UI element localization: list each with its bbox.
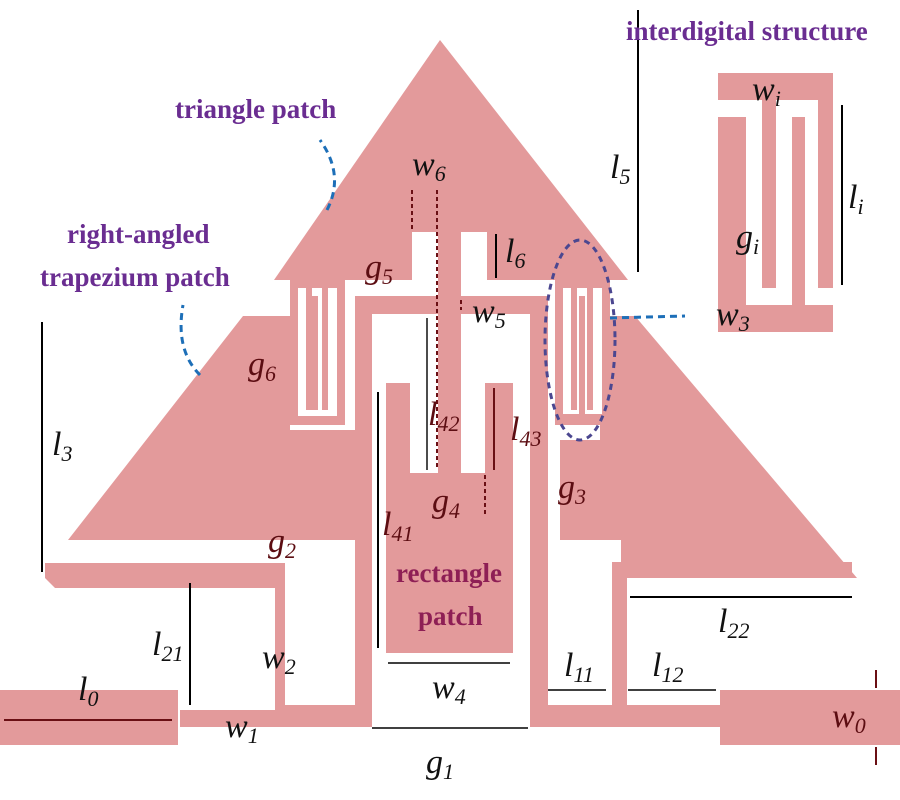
label-g4: g4 bbox=[432, 483, 460, 523]
triangle-slot-right bbox=[461, 232, 487, 280]
label-l3: l3 bbox=[52, 426, 72, 466]
interdigital-left bbox=[290, 280, 345, 425]
label-w1: w1 bbox=[225, 708, 259, 748]
label-w6: w6 bbox=[412, 146, 446, 186]
label-l21: l21 bbox=[152, 626, 183, 666]
rect-slot-left bbox=[410, 383, 438, 473]
rectangle-label-line1: rectangle bbox=[396, 558, 502, 588]
dimension-lines bbox=[4, 10, 877, 765]
label-l22: l22 bbox=[718, 603, 749, 643]
right-frame-column bbox=[530, 296, 548, 727]
rectangle-label-line2: patch bbox=[418, 601, 483, 631]
port-right bbox=[720, 690, 900, 745]
interdigital-inset bbox=[718, 73, 833, 332]
label-g6: g6 bbox=[248, 346, 276, 386]
triangle-slot-left bbox=[412, 232, 438, 280]
right-branch-vertical bbox=[612, 562, 627, 707]
label-w5: w5 bbox=[472, 293, 506, 333]
label-l5: l5 bbox=[610, 149, 630, 189]
label-gi: gi bbox=[736, 219, 759, 259]
triangle-patch bbox=[274, 40, 628, 280]
label-w0: w0 bbox=[832, 698, 866, 738]
interdigital-highlight-ellipse bbox=[543, 238, 617, 442]
triangle-pointer-icon bbox=[318, 139, 337, 211]
interdigital-label: interdigital structure bbox=[626, 16, 868, 46]
port-left bbox=[0, 690, 178, 745]
label-l11: l11 bbox=[564, 647, 594, 687]
label-g2: g2 bbox=[268, 523, 296, 563]
label-l43: l43 bbox=[510, 411, 541, 451]
trapezium-label-line2: trapezium patch bbox=[40, 262, 230, 292]
label-g5: g5 bbox=[365, 249, 393, 289]
label-g3: g3 bbox=[558, 469, 586, 509]
rect-slot-right bbox=[461, 383, 485, 473]
trapezium-label-line1: right-angled bbox=[67, 219, 210, 249]
right-trapezium-patch bbox=[560, 316, 857, 578]
triangle-label: triangle patch bbox=[175, 94, 336, 124]
label-g1: g1 bbox=[426, 744, 454, 784]
left-trapezium-patch bbox=[68, 316, 355, 540]
right-branch-top bbox=[612, 562, 852, 577]
right-feed-line bbox=[530, 705, 720, 727]
metal-layout bbox=[0, 40, 900, 745]
label-l6: l6 bbox=[505, 233, 525, 273]
label-li: li bbox=[848, 179, 864, 219]
interdigital-pointer-icon bbox=[609, 314, 686, 320]
left-branch-top bbox=[45, 563, 285, 578]
label-l41: l41 bbox=[382, 506, 413, 546]
label-w2: w2 bbox=[262, 639, 296, 679]
label-wi: wi bbox=[752, 71, 781, 111]
trapezium-pointer-icon bbox=[179, 304, 202, 377]
label-l12: l12 bbox=[652, 647, 683, 687]
label-w3: w3 bbox=[716, 296, 750, 336]
dimension-labels: l5 wi li gi w3 w6 g5 l6 w5 g6 l3 l42 l43… bbox=[52, 71, 866, 784]
label-w4: w4 bbox=[432, 669, 466, 709]
rectangle-patch bbox=[386, 383, 513, 653]
label-l42: l42 bbox=[428, 396, 459, 436]
interdigital-right bbox=[555, 280, 610, 425]
label-l0: l0 bbox=[78, 671, 98, 711]
